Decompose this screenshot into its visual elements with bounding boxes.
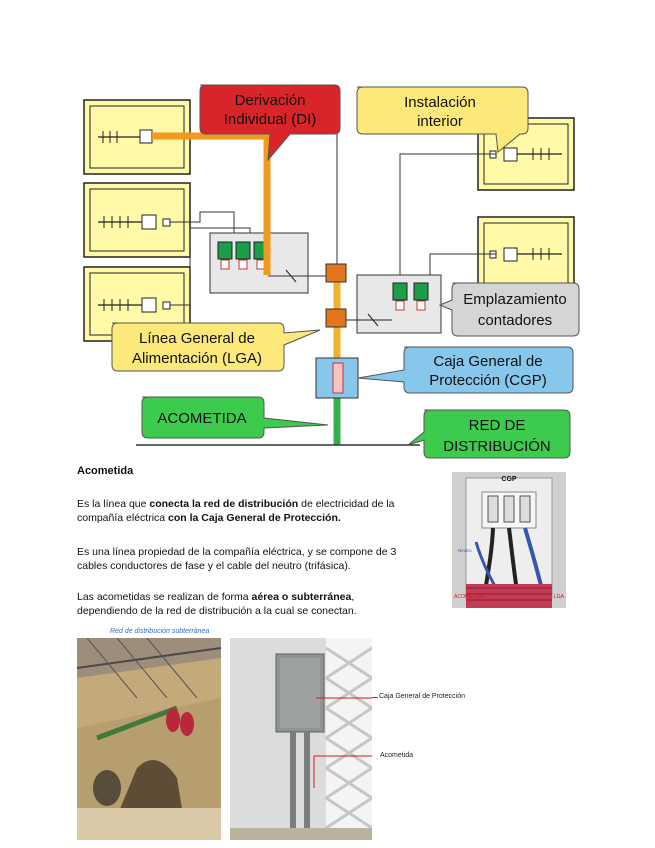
p3-text-a: Las acometidas se realizan de forma bbox=[77, 591, 252, 603]
callout-instalacion-line2: interior bbox=[417, 113, 463, 130]
callout-emplazamiento: Emplazamiento contadores bbox=[438, 282, 580, 337]
cgp-photo: CGP Neutro ACOMETIDA LGA bbox=[452, 472, 566, 608]
section-title: Acometida bbox=[77, 465, 134, 477]
cgp-fuse bbox=[332, 362, 344, 394]
p3-text-c: , bbox=[351, 591, 355, 603]
paragraph-definition: Es la línea que conecta la red de distri… bbox=[77, 497, 447, 525]
fuse-block-bottom bbox=[325, 308, 347, 328]
meter-panel-right bbox=[345, 274, 442, 334]
callout-red-line2: DISTRIBUCIÓN bbox=[443, 438, 551, 455]
p2-line2: cables conductores de fase y el cable de… bbox=[77, 560, 351, 572]
p1-text-a: Es la línea que bbox=[77, 498, 150, 510]
callout-instalacion-line1: Instalación bbox=[404, 94, 476, 111]
callout-cgp-line2: Protección (CGP) bbox=[429, 372, 547, 389]
electrical-installation-diagram: Derivación Individual (DI) Instalación i… bbox=[83, 84, 580, 459]
meter-panel-left bbox=[209, 232, 309, 294]
cgp-leader-line bbox=[372, 697, 378, 698]
p2-line1: Es una línea propiedad de la compañía el… bbox=[77, 546, 397, 558]
callout-acometida-text: ACOMETIDA bbox=[157, 410, 246, 427]
underground-photo-caption: Red de distribución subterránea bbox=[110, 628, 210, 635]
callout-lga-line1: Línea General de bbox=[139, 330, 255, 347]
paragraph-ownership: Es una línea propiedad de la compañía el… bbox=[77, 545, 447, 573]
callout-derivacion-line2: Individual (DI) bbox=[224, 111, 317, 128]
p1-bold-e: con la Caja General de Protección. bbox=[168, 512, 341, 524]
paragraph-types: Las acometidas se realizan de forma aére… bbox=[77, 590, 447, 618]
p1-text-d: compañía eléctrica bbox=[77, 512, 169, 524]
callout-cgp-line1: Caja General de bbox=[433, 353, 542, 370]
callout-instalacion: Instalación interior bbox=[356, 86, 529, 153]
callout-emplazamiento-line1: Emplazamiento bbox=[463, 291, 566, 308]
cgp-photo-lga-label: LGA bbox=[554, 594, 565, 600]
callout-red: RED DE DISTRIBUCIÓN bbox=[407, 409, 571, 459]
p1-text-c: de electricidad de la bbox=[298, 498, 395, 510]
p1-bold-b: conecta la red de distribución bbox=[149, 498, 299, 510]
fuse-block-top bbox=[325, 263, 347, 283]
cgp-photo-acometida-label: ACOMETIDA bbox=[454, 594, 484, 600]
dwelling-unit-left-2 bbox=[83, 182, 191, 258]
callout-derivacion: Derivación Individual (DI) bbox=[199, 84, 341, 162]
callout-acometida: ACOMETIDA bbox=[141, 396, 329, 439]
cgp-photo-neutro-label: Neutro bbox=[458, 548, 472, 553]
callout-cgp: Caja General de Protección (CGP) bbox=[357, 346, 574, 394]
callout-derivacion-line1: Derivación bbox=[235, 92, 306, 109]
cgp-photo-title: CGP bbox=[501, 476, 517, 483]
callout-lga: Línea General de Alimentación (LGA) bbox=[111, 322, 321, 372]
wall-acometida-label: Acometida bbox=[380, 752, 414, 759]
callout-red-line1: RED DE bbox=[469, 417, 526, 434]
callout-lga-line2: Alimentación (LGA) bbox=[132, 350, 262, 367]
callout-emplazamiento-line2: contadores bbox=[478, 312, 552, 329]
p3-bold-b: aérea o subterránea bbox=[251, 591, 352, 603]
wall-cgp-label: Caja General de Protección bbox=[379, 693, 465, 700]
wall-cgp-photo bbox=[230, 638, 372, 840]
derivacion-individual-lines bbox=[152, 132, 336, 277]
p3-line2: dependiendo de la red de distribución a … bbox=[77, 605, 357, 617]
dwelling-unit-right-2 bbox=[477, 216, 575, 290]
underground-trench-photo bbox=[77, 638, 221, 840]
